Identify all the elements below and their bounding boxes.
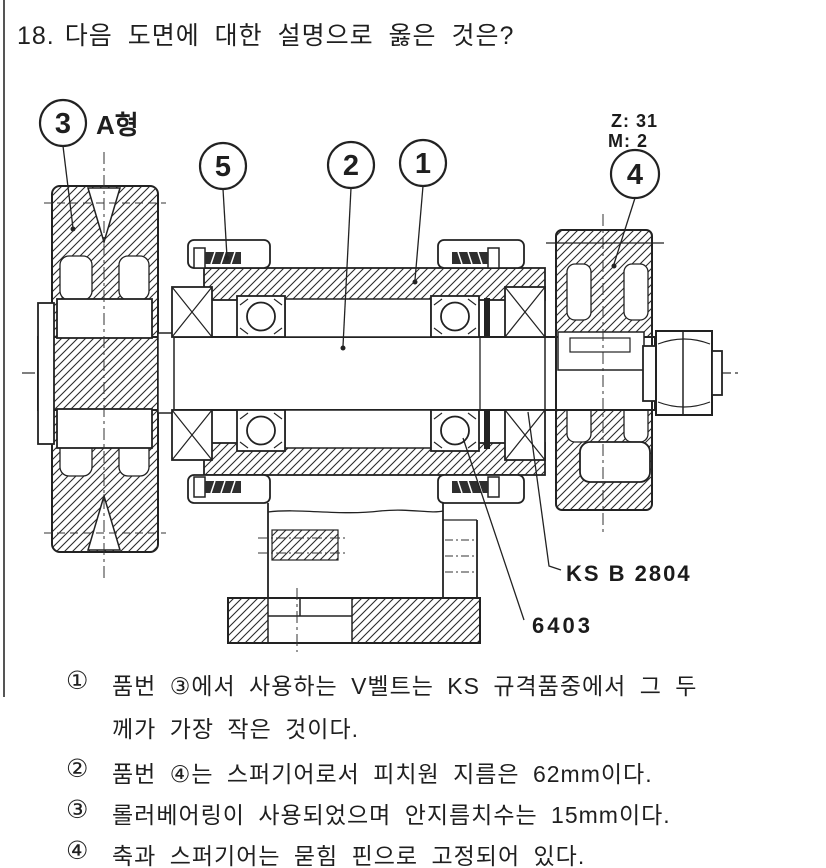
option-1-text-line-1: 품번 ③에서 사용하는 V벨트는 KS 규격품중에서 그 두: [112, 673, 698, 699]
balloon-3: 3: [55, 108, 71, 140]
balloon-5: 5: [215, 151, 231, 183]
balloon-4: 4: [627, 159, 643, 191]
retaining-ring: [484, 298, 490, 337]
option-2-text: 품번 ④는 스퍼기어로서 피치원 지름은 62mm이다.: [112, 761, 653, 787]
option-4-text: 축과 스퍼기어는 묻힘 핀으로 고정되어 있다.: [112, 843, 586, 868]
question-number: 18.: [17, 22, 55, 50]
balloon-leaders: [62, 145, 636, 621]
option-1-text-line-2: 께가 가장 작은 것이다.: [112, 716, 360, 742]
bearing-housing: [171, 239, 546, 504]
balloon-2: 2: [343, 150, 359, 182]
retaining-ring-label: KS B 2804: [566, 561, 692, 586]
question-text: 다음 도면에 대한 설명으로 옳은 것은?: [64, 22, 515, 50]
page-left-border: [3, 0, 5, 697]
gear-teeth-label: Z: 31: [611, 111, 658, 131]
gear-module-label: M: 2: [608, 131, 648, 151]
spur-gear: [546, 214, 664, 532]
option-2-number: ②: [66, 755, 89, 783]
shaft-nut: [642, 330, 723, 416]
retaining-ring: [484, 410, 490, 449]
v-belt-pulley: [37, 152, 175, 580]
option-3-number: ③: [66, 796, 89, 824]
option-3-text: 롤러베어링이 사용되었으며 안지름치수는 15mm이다.: [112, 802, 671, 828]
seal-blocks: [171, 286, 546, 461]
balloons: 3 A형 5 2 1 4: [38, 98, 661, 200]
pedestal-base: [227, 503, 481, 652]
option-1-number: ①: [66, 667, 89, 695]
bearing-number-label: 6403: [532, 613, 593, 638]
question-title: 18. 다음 도면에 대한 설명으로 옳은 것은?: [17, 16, 514, 52]
option-4-number: ④: [66, 837, 89, 865]
balloon-1: 1: [415, 148, 431, 180]
balloon-3-type-label: A형: [96, 110, 139, 140]
